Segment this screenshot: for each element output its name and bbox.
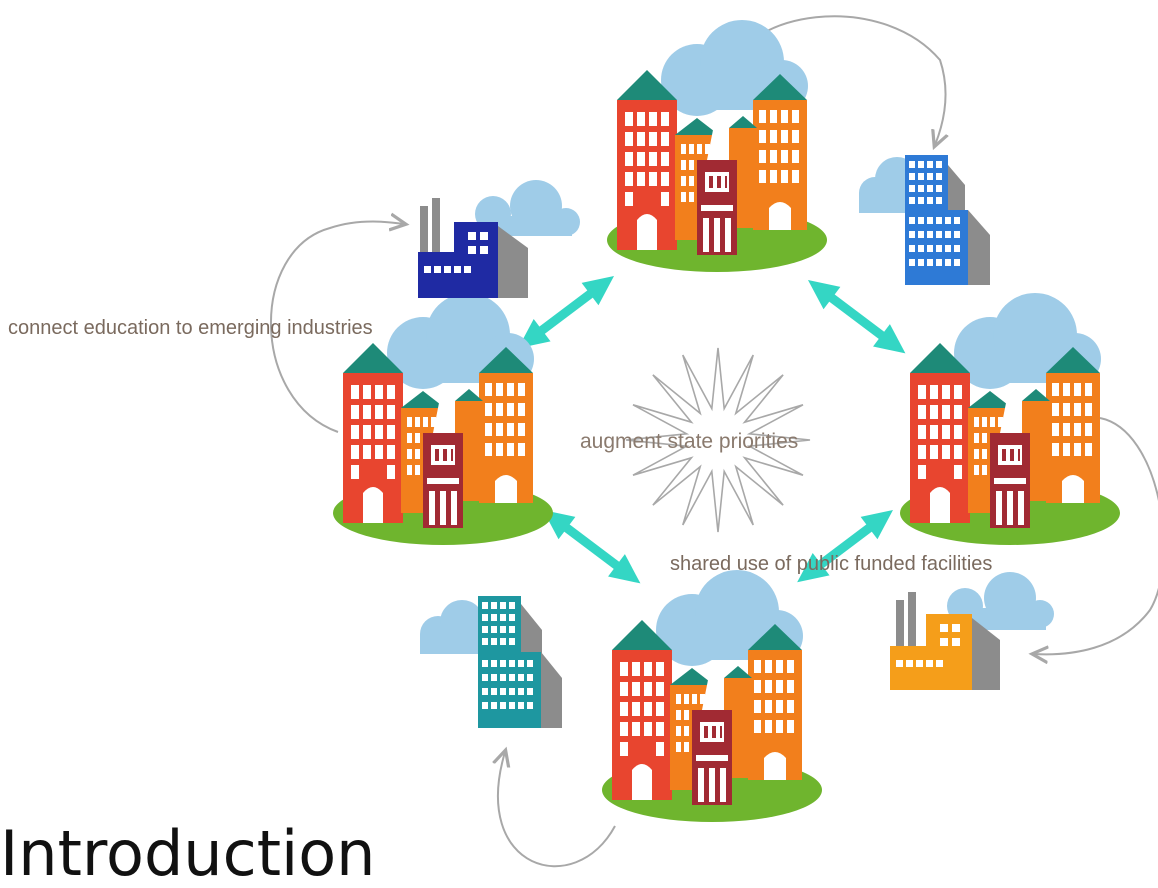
arrow-bottom-right xyxy=(797,510,893,583)
office-tower-teal-icon xyxy=(420,596,562,728)
label-facilities: shared use of public funded facilities xyxy=(670,553,992,575)
factory-orange-icon xyxy=(890,572,1054,690)
connector-bottom-to-tower xyxy=(498,752,616,868)
connector-left-to-factory xyxy=(270,222,404,433)
office-tower-blue-icon xyxy=(859,155,990,285)
connector-right-to-factory xyxy=(1034,417,1158,654)
factory-navy-icon xyxy=(418,180,580,298)
arrow-top-right xyxy=(808,280,906,354)
campus-bottom xyxy=(602,570,822,822)
campus-top xyxy=(607,20,827,272)
label-industries: connect education to emerging industries xyxy=(8,317,373,339)
campus-right xyxy=(900,293,1120,545)
starburst-icon xyxy=(625,347,811,533)
label-center-priorities: augment state priorities xyxy=(580,430,798,453)
bidirectional-arrows xyxy=(518,276,906,584)
page-title: Introduction xyxy=(0,817,375,888)
